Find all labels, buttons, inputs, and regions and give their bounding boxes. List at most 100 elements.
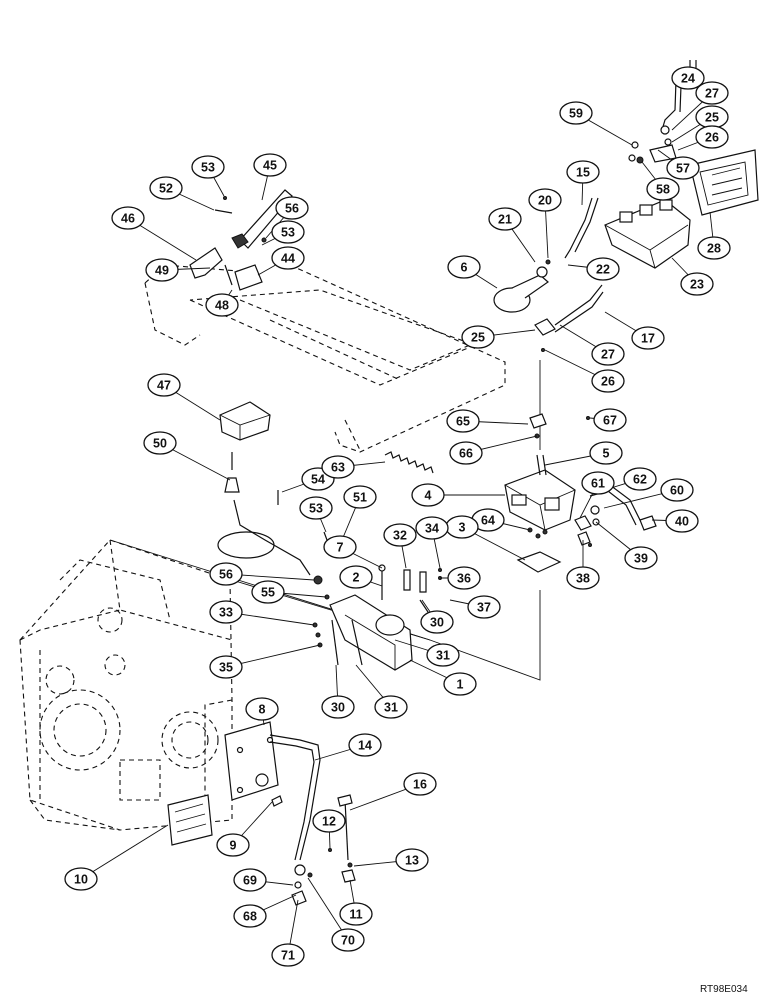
callout-number: 50 xyxy=(153,437,167,451)
callout-49: 49 xyxy=(145,258,179,282)
callout-oval xyxy=(312,809,346,833)
callout-oval xyxy=(591,342,625,366)
callout-number: 62 xyxy=(633,473,647,487)
callout-4: 4 xyxy=(411,483,445,507)
pipe-14 xyxy=(269,734,321,861)
callout-oval xyxy=(447,566,481,590)
callout-number: 26 xyxy=(601,375,615,389)
bolt-16 xyxy=(344,799,349,861)
nut-11 xyxy=(341,869,356,883)
callout-number: 53 xyxy=(281,226,295,240)
fitting-25 xyxy=(534,318,556,336)
callout-31: 31 xyxy=(426,643,460,667)
callout-oval xyxy=(145,258,179,282)
fitting-38 xyxy=(577,531,591,546)
callout-oval xyxy=(331,928,365,952)
callout-25: 25 xyxy=(461,325,495,349)
callout-number: 34 xyxy=(425,522,439,536)
callout-number: 20 xyxy=(538,194,552,208)
callout-30: 30 xyxy=(321,695,355,719)
callout-oval xyxy=(275,196,309,220)
callout-oval xyxy=(566,566,600,590)
pipe-17 xyxy=(554,284,603,326)
callout-27: 27 xyxy=(591,342,625,366)
callout-oval xyxy=(251,580,285,604)
callout-number: 2 xyxy=(353,571,360,585)
callout-70: 70 xyxy=(331,928,365,952)
callout-45: 45 xyxy=(253,153,287,177)
callout-oval xyxy=(449,441,483,465)
fitting-61 xyxy=(574,515,592,531)
callout-32: 32 xyxy=(383,523,417,547)
drawing-reference: RT98E034 xyxy=(700,984,748,995)
callout-oval xyxy=(660,478,694,502)
callout-8: 8 xyxy=(245,697,279,721)
cover-8 xyxy=(224,721,279,801)
callout-oval xyxy=(403,772,437,796)
callout-number: 6 xyxy=(461,261,468,275)
callout-number: 40 xyxy=(675,515,689,529)
callout-oval xyxy=(488,207,522,231)
washer-12 xyxy=(328,848,332,852)
callout-oval xyxy=(420,610,454,634)
callout-oval xyxy=(271,246,305,270)
pin-49 xyxy=(224,264,233,286)
callout-oval xyxy=(299,496,333,520)
callout-oval xyxy=(64,867,98,891)
callout-oval xyxy=(589,441,623,465)
callout-oval xyxy=(415,516,449,540)
callout-21: 21 xyxy=(488,207,522,231)
callout-number: 49 xyxy=(155,264,169,278)
callout-number: 39 xyxy=(634,552,648,566)
callout-oval xyxy=(321,695,355,719)
callout-number: 33 xyxy=(219,606,233,620)
callout-number: 67 xyxy=(603,414,617,428)
washer-26 xyxy=(541,348,545,352)
callout-number: 44 xyxy=(281,252,295,266)
callout-number: 5 xyxy=(603,447,610,461)
callout-57: 57 xyxy=(666,156,700,180)
callout-number: 64 xyxy=(481,514,495,528)
callout-oval xyxy=(559,101,593,125)
callout-oval xyxy=(586,257,620,281)
bracket-47 xyxy=(219,401,271,441)
callout-oval xyxy=(695,125,729,149)
callout-oval xyxy=(395,848,429,872)
callout-56: 56 xyxy=(209,562,243,586)
callout-number: 68 xyxy=(243,910,257,924)
callout-number: 46 xyxy=(121,212,135,226)
callout-number: 47 xyxy=(157,379,171,393)
callout-number: 24 xyxy=(681,72,695,86)
callout-oval xyxy=(271,943,305,967)
callout-oval xyxy=(665,509,699,533)
callout-23: 23 xyxy=(680,272,714,296)
callout-number: 17 xyxy=(641,332,655,346)
callout-11: 11 xyxy=(339,902,373,926)
callout-number: 9 xyxy=(230,839,237,853)
callout-oval xyxy=(216,833,250,857)
callout-50: 50 xyxy=(143,431,177,455)
callout-number: 57 xyxy=(676,162,690,176)
callout-oval xyxy=(253,153,287,177)
callout-number: 48 xyxy=(215,299,229,313)
callout-60: 60 xyxy=(660,478,694,502)
spring-63 xyxy=(384,451,434,474)
callout-oval xyxy=(339,902,373,926)
callout-20: 20 xyxy=(528,188,562,212)
callout-oval xyxy=(411,483,445,507)
callout-number: 31 xyxy=(384,701,398,715)
callout-26: 26 xyxy=(695,125,729,149)
callout-oval xyxy=(374,695,408,719)
cover-10 xyxy=(167,794,213,846)
callout-number: 63 xyxy=(331,461,345,475)
callout-35: 35 xyxy=(209,655,243,679)
callout-oval xyxy=(343,485,377,509)
callout-oval xyxy=(528,188,562,212)
callout-number: 58 xyxy=(656,183,670,197)
leader-line-10 xyxy=(80,824,169,880)
washer-13 xyxy=(347,862,353,868)
callout-number: 61 xyxy=(591,477,605,491)
callout-oval xyxy=(209,655,243,679)
